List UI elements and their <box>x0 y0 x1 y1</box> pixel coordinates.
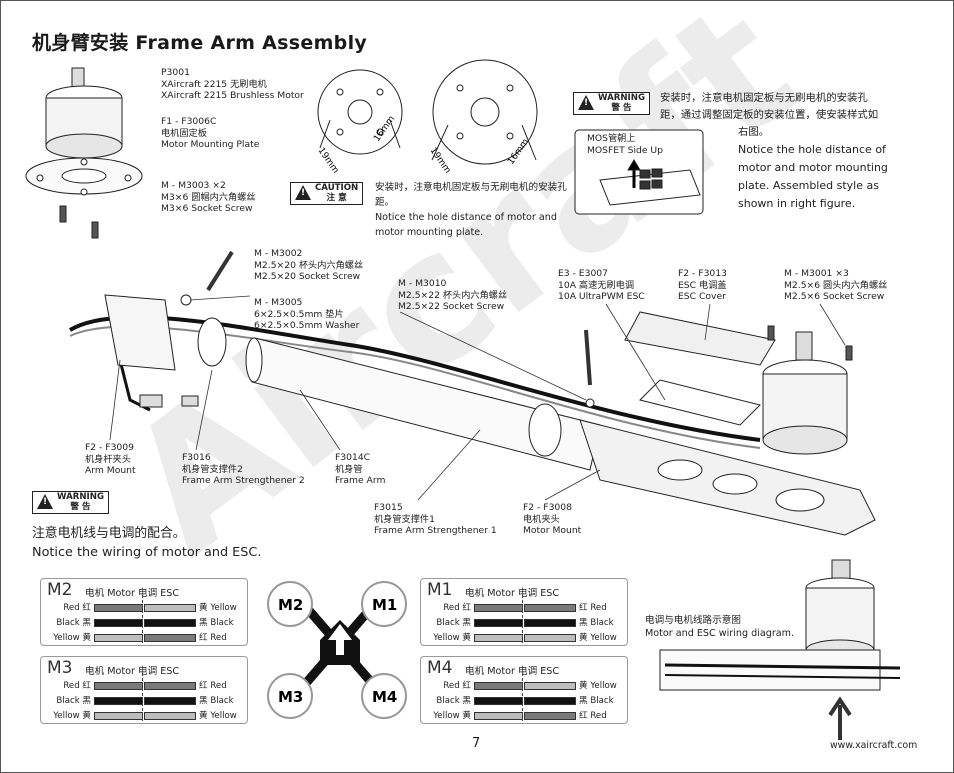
warning-icon <box>578 95 594 110</box>
dim-a: 19mm <box>316 146 341 175</box>
quad-m2-label: M2 <box>278 596 303 614</box>
quad-m3-label: M3 <box>278 688 303 706</box>
caution-icon <box>295 185 311 200</box>
quad-m4-label: M4 <box>372 688 397 706</box>
page-number: 7 <box>472 736 481 751</box>
warning-top-text-cn: 安装时，注意电机固定板与无刷电机的安装孔 距，通过调整固定板的安装位置，使安装样… <box>660 92 879 138</box>
leader-lines <box>109 295 846 501</box>
wiring-diagram-illustration <box>659 559 901 740</box>
page-title: 机身臂安装 Frame Arm Assembly <box>32 32 368 54</box>
warning-top-text-en: Notice the hole distance of motor and mo… <box>738 143 888 210</box>
warning-bottom-text: 注意电机线与电调的配合。Notice the wiring of motor a… <box>32 526 262 560</box>
footer-url[interactable]: www.xaircraft.com <box>830 740 918 751</box>
hole-pattern-1 <box>317 69 403 155</box>
caution-text: 安装时，注意电机固定板与无刷电机的安装孔距。Notice the hole di… <box>375 182 567 238</box>
frame-arm-assembly <box>68 250 876 536</box>
mosfet-inset <box>574 129 704 215</box>
motor-top-left <box>25 67 143 239</box>
quad-m1-label: M1 <box>372 596 397 614</box>
quad-diagram: M2 M1 M3 M4 <box>267 581 407 719</box>
hole-pattern-2 <box>431 59 538 165</box>
warning-icon <box>37 494 53 509</box>
